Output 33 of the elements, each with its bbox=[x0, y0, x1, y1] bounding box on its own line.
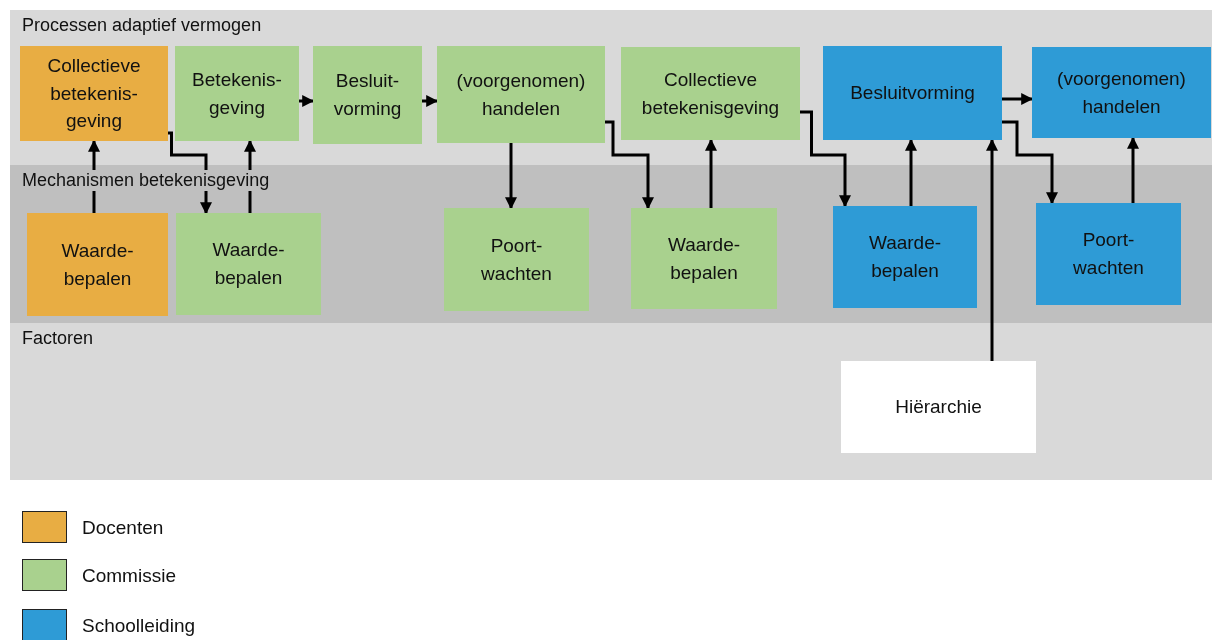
band-heading: Processen adaptief vermogen bbox=[20, 15, 264, 36]
arrow bbox=[605, 120, 654, 210]
band-panel bbox=[10, 165, 1212, 323]
process-box: (voorgenomen) handelen bbox=[437, 46, 605, 143]
arrow bbox=[422, 95, 439, 107]
process-box: Waarde- bepalen bbox=[27, 213, 168, 316]
process-box: Collectieve betekenis- geving bbox=[20, 46, 168, 141]
process-box: Waarde- bepalen bbox=[176, 213, 321, 315]
arrow bbox=[705, 138, 717, 208]
process-box: Collectieve betekenisgeving bbox=[621, 47, 800, 140]
process-box: Waarde- bepalen bbox=[833, 206, 977, 308]
arrow bbox=[299, 95, 315, 107]
band-panel bbox=[10, 323, 1212, 480]
process-box: Hiërarchie bbox=[841, 361, 1036, 453]
band-panel bbox=[10, 10, 1212, 165]
process-box: Besluitvorming bbox=[823, 46, 1002, 140]
arrow bbox=[505, 143, 517, 210]
arrow bbox=[905, 138, 917, 206]
arrow bbox=[1002, 120, 1058, 205]
process-box: Betekenis- geving bbox=[175, 46, 299, 141]
legend-label: Docenten bbox=[82, 517, 164, 539]
legend-label: Schoolleiding bbox=[82, 615, 196, 637]
process-box: Poort- wachten bbox=[1036, 203, 1181, 305]
process-box: Waarde- bepalen bbox=[631, 208, 777, 309]
arrow bbox=[1002, 93, 1034, 105]
arrow bbox=[1127, 136, 1139, 203]
process-box: (voorgenomen) handelen bbox=[1032, 47, 1211, 138]
legend-label: Commissie bbox=[82, 565, 176, 587]
arrow bbox=[986, 138, 998, 361]
process-box: Besluit- vorming bbox=[313, 46, 422, 144]
arrow bbox=[800, 110, 851, 208]
band-heading: Mechanismen betekenisgeving bbox=[20, 170, 272, 191]
process-box: Poort- wachten bbox=[444, 208, 589, 311]
